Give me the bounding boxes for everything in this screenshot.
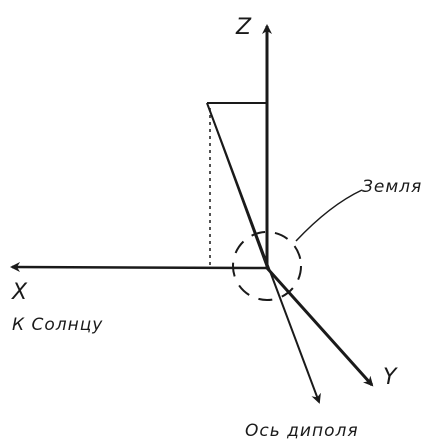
dipole-axis-label: Ось диполя (245, 421, 359, 441)
projection-origin-line (206, 102, 268, 269)
to-sun-label: К Солнцу (12, 315, 103, 335)
y-axis-label: Y (383, 365, 398, 390)
x-axis-label: X (11, 280, 28, 305)
z-axis-label: Z (235, 15, 252, 40)
x-axis-line (10, 262, 268, 273)
earth-leader-line (295, 189, 363, 242)
y-axis-line (265, 266, 374, 387)
earth-label: Земля (362, 177, 422, 197)
earth-circle (232, 231, 302, 301)
